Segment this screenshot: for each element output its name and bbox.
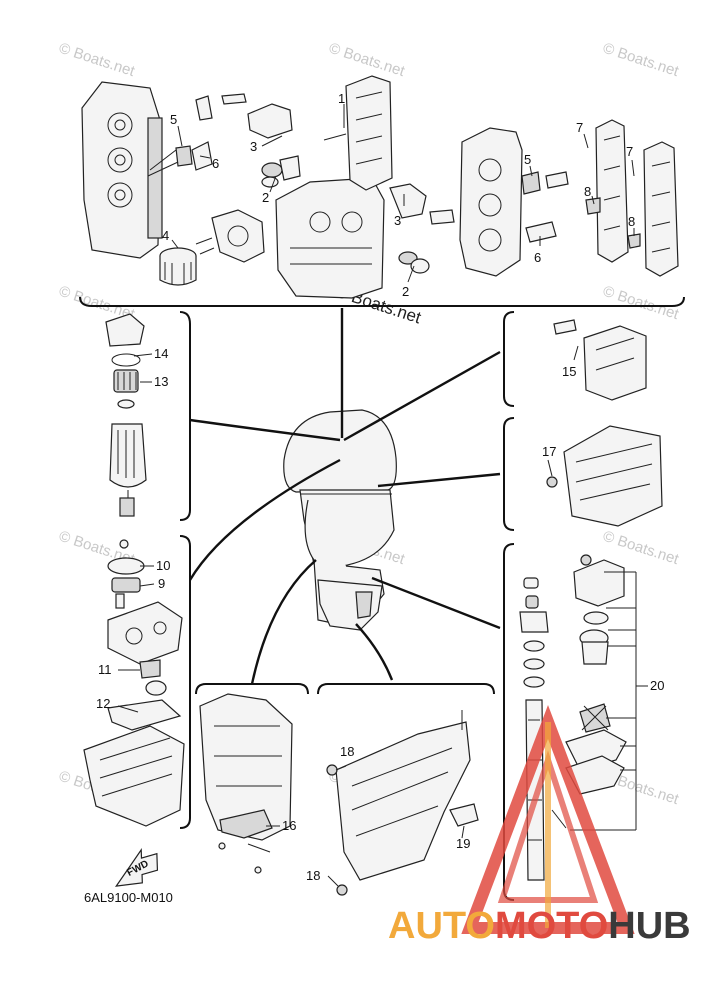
callout-1: 1 (338, 91, 345, 106)
brand-moto: MOTO (495, 905, 608, 947)
water-pump-housing (573, 559, 625, 607)
svg-text:AUTOMOTOHUB: AUTOMOTOHUB (388, 905, 691, 947)
vapor-separator (107, 601, 183, 665)
callout-7: 7 (576, 120, 583, 135)
brand-hub: HUB (608, 905, 690, 947)
oil-pan-assembly: 17 (542, 425, 663, 527)
callout-16: 16 (282, 818, 296, 833)
outboard-motor (283, 409, 397, 631)
cylinder-head-left (81, 81, 161, 259)
fuel-filter-bowl (109, 423, 147, 488)
left-panel-bracket-top (179, 311, 191, 521)
callout-18: 18 (306, 868, 320, 883)
spark-plug-cap (175, 145, 193, 167)
vapor-separator-assembly (83, 539, 185, 827)
exhaust-guide-assembly: 15 (553, 319, 647, 401)
brand-logo: AUTOMOTOHUB (388, 705, 691, 947)
callout-12: 12 (96, 696, 110, 711)
callout-9: 9 (158, 576, 165, 591)
bracket-part (247, 103, 293, 139)
callout-6: 6 (212, 156, 219, 171)
left-panel-callouts: 14 13 10 9 11 12 (96, 346, 170, 713)
diagram-code: 6AL9100-M010 (84, 890, 173, 905)
bottom-middle-bracket (317, 683, 495, 695)
callout-7: 7 (626, 144, 633, 159)
callout-6: 6 (534, 250, 541, 265)
oil-filter (159, 247, 197, 286)
exhaust-plate (583, 325, 647, 401)
brand-auto: AUTO (388, 905, 495, 947)
callout-2: 2 (402, 284, 409, 299)
right-panel-bracket-2 (503, 417, 515, 531)
callout-14: 14 (154, 346, 168, 361)
watermark: © Boats.net (601, 283, 682, 324)
callout-13: 13 (154, 374, 168, 389)
thermostat-housing (211, 209, 265, 263)
cylinder-block (275, 177, 385, 299)
engine-callouts: 1 2 2 3 3 4 5 5 6 6 7 7 8 8 (162, 91, 635, 299)
fwd-arrow-icon: FWD (114, 848, 159, 887)
watermark: © Boats.net (601, 528, 682, 569)
callout-20: 20 (650, 678, 664, 693)
watermark: © Boats.net (57, 40, 138, 81)
callout-3: 3 (250, 139, 257, 154)
callout-11: 11 (98, 662, 112, 677)
top-cowling (283, 409, 397, 493)
right-panel-bracket-1 (503, 311, 515, 407)
cylinder-head-right (459, 127, 523, 277)
callout-10: 10 (156, 558, 170, 573)
callout-5: 5 (170, 112, 177, 127)
exhaust-cover (345, 75, 393, 191)
upper-case (199, 693, 293, 841)
callout-4: 4 (162, 228, 169, 243)
callout-8: 8 (584, 184, 591, 199)
fuel-filter-assembly (105, 313, 147, 517)
mount-bracket (219, 809, 273, 839)
callout-15: 15 (562, 364, 576, 379)
callout-18: 18 (340, 744, 354, 759)
callout-3: 3 (394, 213, 401, 228)
anode (449, 803, 479, 827)
fuel-cooler (83, 725, 185, 827)
water-pump-assembly: 20 (551, 554, 664, 831)
callout-19: 19 (456, 836, 470, 851)
watermark: © Boats.net (327, 40, 408, 81)
exhaust-cover-right-2 (643, 141, 679, 277)
callout-2: 2 (262, 190, 269, 205)
exhaust-cover-right-1 (595, 119, 629, 263)
bottom-left-bracket (195, 683, 309, 695)
engine-section (81, 75, 679, 299)
lower-gear-case (335, 721, 471, 881)
callout-17: 17 (542, 444, 556, 459)
gasket (107, 699, 182, 731)
callout-5: 5 (524, 152, 531, 167)
panel-leaders (188, 308, 501, 685)
section-divider (79, 296, 685, 307)
left-panel-bracket-bottom (179, 535, 191, 829)
gear-case-assembly: 18 18 19 (306, 710, 479, 896)
oil-pan (563, 425, 663, 527)
callout-8: 8 (628, 214, 635, 229)
watermark: © Boats.net (601, 40, 682, 81)
clamp-bracket-assembly: 16 (199, 693, 296, 874)
